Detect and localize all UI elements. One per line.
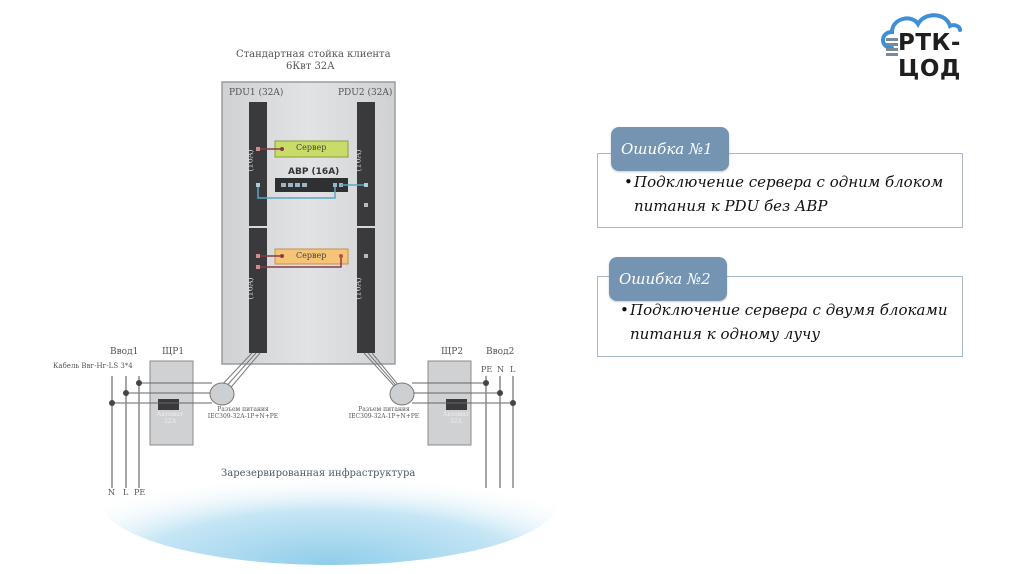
rack-title-line1: Стандартная стойка клиента [236,49,391,60]
bullet-icon: • [620,301,629,319]
pdu2-label: PDU2 (32A) [338,88,393,98]
input1-label: Ввод1 [110,347,139,357]
pdu2-strip-bottom [357,228,375,353]
panel2-label: ЩР2 [441,347,464,357]
rack-title-line2: 6Квт 32А [286,61,335,72]
wire-right-pe: PE [481,365,493,374]
pdu2-strip-top [357,102,375,226]
error-1-text: •Подключение сервера с одним блоком пита… [624,170,943,218]
cloud-server-icon [881,13,962,56]
pdu1-bottom-breaker-label: (16A) [245,277,255,300]
input2-label: Ввод2 [486,347,515,357]
cable-label: Кабель Ввг-Нг-LS 3*4 [53,362,133,370]
power-diagram: Стандартная стойка клиента 6Квт 32А PDU1… [53,49,560,565]
diagram-graphics [100,81,560,565]
wire-left-pe: PE [134,488,146,497]
logo: РТК-ЦОД [878,8,1018,82]
pdu1-strip-top [249,102,267,226]
bullet-icon: • [624,173,633,191]
pdu1-label: PDU1 (32A) [229,88,284,98]
error-1-title: Ошибка №1 [611,127,729,171]
connector-right [389,382,415,406]
server-1-label: Сервер [296,143,327,152]
error-2-title: Ошибка №2 [609,257,727,301]
infrastructure-cloud [100,435,560,565]
wire-right-n: N [497,365,504,374]
ats-label: АВР (16А) [288,167,340,177]
pdu1-strip-bottom [249,228,267,353]
logo-text: РТК-ЦОД [898,30,961,82]
wire-left-n: N [108,488,115,497]
connector-left [209,382,235,406]
pdu1-top-breaker-label: (16A) [245,149,255,172]
pdu2-top-breaker-label: (16A) [353,149,363,172]
infrastructure-label: Зарезервированная инфраструктура [221,468,416,479]
error-2-text: •Подключение сервера с двумя блоками пит… [620,298,948,346]
ats-unit [275,178,348,192]
panel1-label: ЩР1 [162,347,185,357]
pdu2-bottom-breaker-label: (16A) [353,277,363,300]
server-2-label: Сервер [296,251,327,260]
wire-left-l: L [123,488,129,497]
wire-right-l: L [510,365,516,374]
